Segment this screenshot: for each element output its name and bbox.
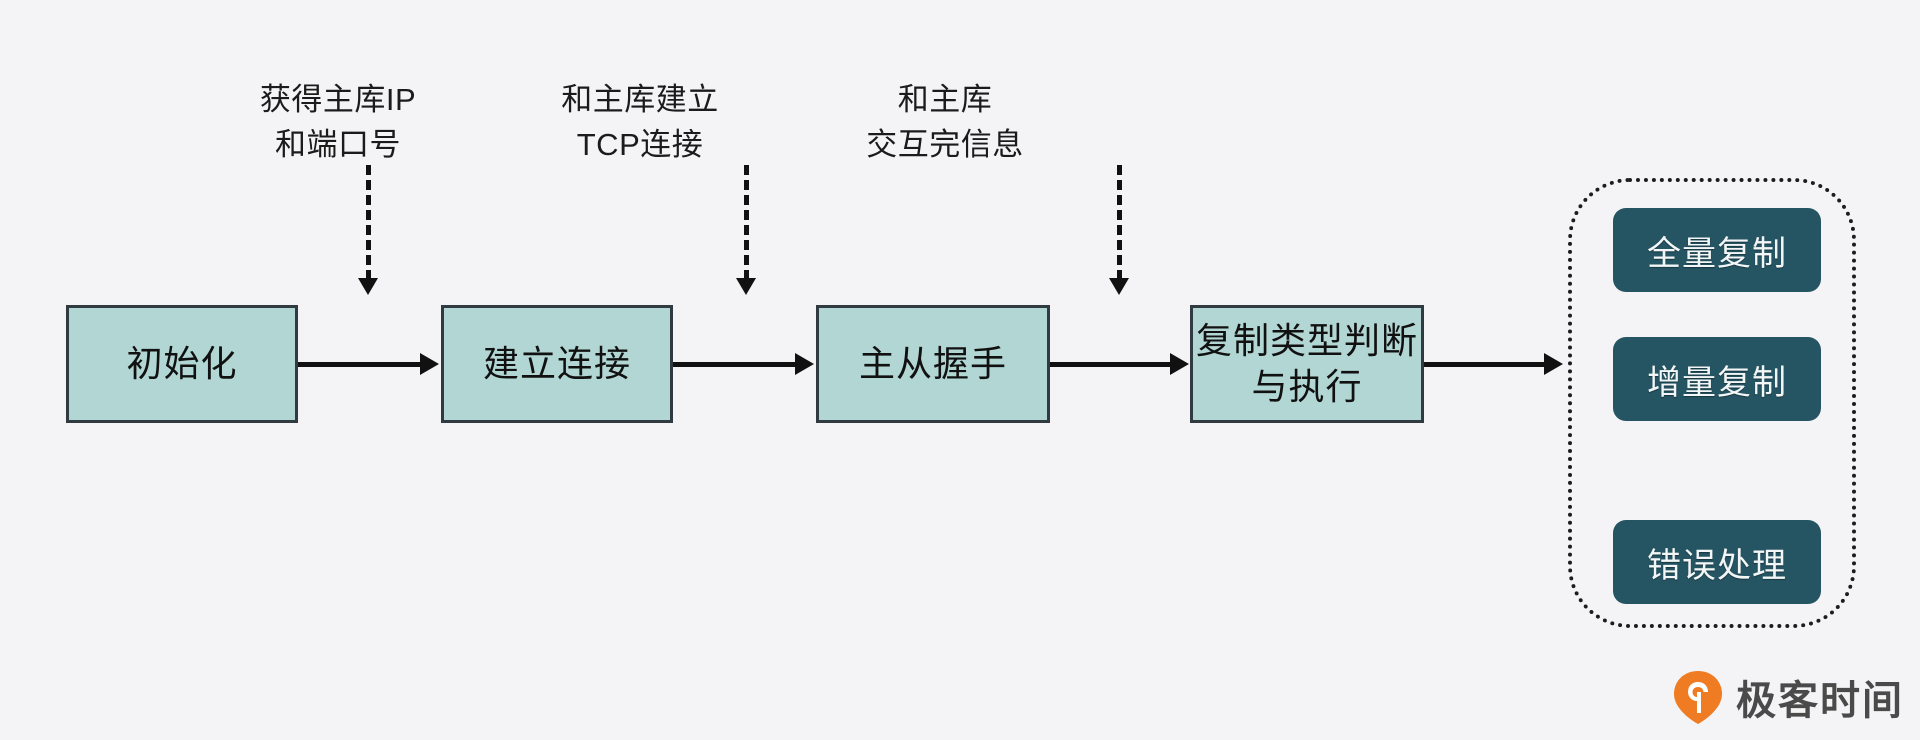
flow-arrowhead-1 — [420, 353, 439, 375]
annotation-exchange-info: 和主库 交互完信息 — [845, 78, 1045, 168]
watermark-brand: 极客时间 — [1736, 679, 1904, 723]
outcome-box-incremental-replication[interactable]: 增量复制 — [1613, 337, 1821, 421]
process-box-connect[interactable]: 建立连接 — [441, 305, 673, 423]
process-box-label-line-2: 与执行 — [1251, 366, 1363, 407]
flow-arrow-init-to-connect — [298, 362, 422, 367]
watermark: 极客时间 — [1672, 668, 1904, 726]
annotation-get-master-ip-port: 获得主库IP 和端口号 — [228, 78, 448, 168]
annotation-line-2: 和端口号 — [275, 126, 401, 162]
outcome-box-label: 增量复制 — [1647, 363, 1787, 402]
annotation-line-2: TCP连接 — [576, 126, 704, 162]
process-box-label: 主从握手 — [858, 342, 1007, 384]
outcome-box-full-replication[interactable]: 全量复制 — [1613, 208, 1821, 292]
annotation-establish-tcp: 和主库建立 TCP连接 — [540, 78, 740, 168]
outcome-group-outline — [1568, 178, 1856, 628]
outcome-box-label: 全量复制 — [1647, 234, 1787, 273]
flow-arrow-connect-to-handshake — [673, 362, 797, 367]
annotation-line-2: 交互完信息 — [866, 126, 1024, 162]
process-box-handshake[interactable]: 主从握手 — [816, 305, 1050, 423]
annotation-line-1: 和主库建立 — [561, 82, 719, 117]
annotation-line-1: 获得主库IP — [259, 82, 417, 117]
process-box-label: 建立连接 — [482, 342, 631, 384]
process-box-init[interactable]: 初始化 — [66, 305, 298, 423]
flow-arrowhead-2 — [795, 353, 814, 375]
flow-arrow-handshake-to-decision — [1050, 362, 1172, 367]
process-box-replication-decision[interactable]: 复制类型判断 与执行 — [1190, 305, 1424, 423]
annotation-line-1: 和主库 — [897, 82, 993, 117]
dashed-connector-2 — [744, 165, 749, 280]
outcome-box-error-handling[interactable]: 错误处理 — [1613, 520, 1821, 604]
dashed-arrowhead-3 — [1109, 278, 1129, 295]
flow-arrowhead-3 — [1170, 353, 1189, 375]
outcome-box-label: 错误处理 — [1647, 546, 1787, 585]
process-box-label: 初始化 — [126, 342, 238, 384]
dashed-arrowhead-2 — [736, 278, 756, 295]
flow-arrowhead-4 — [1544, 353, 1563, 375]
process-box-label: 复制类型判断 与执行 — [1196, 318, 1418, 410]
geektime-logo-icon — [1672, 669, 1724, 725]
flow-arrow-decision-to-outcomes — [1424, 362, 1546, 367]
dashed-connector-1 — [366, 165, 371, 280]
dashed-connector-3 — [1117, 165, 1122, 280]
dashed-arrowhead-1 — [358, 278, 378, 295]
process-box-label-line-1: 复制类型判断 — [1195, 319, 1418, 361]
